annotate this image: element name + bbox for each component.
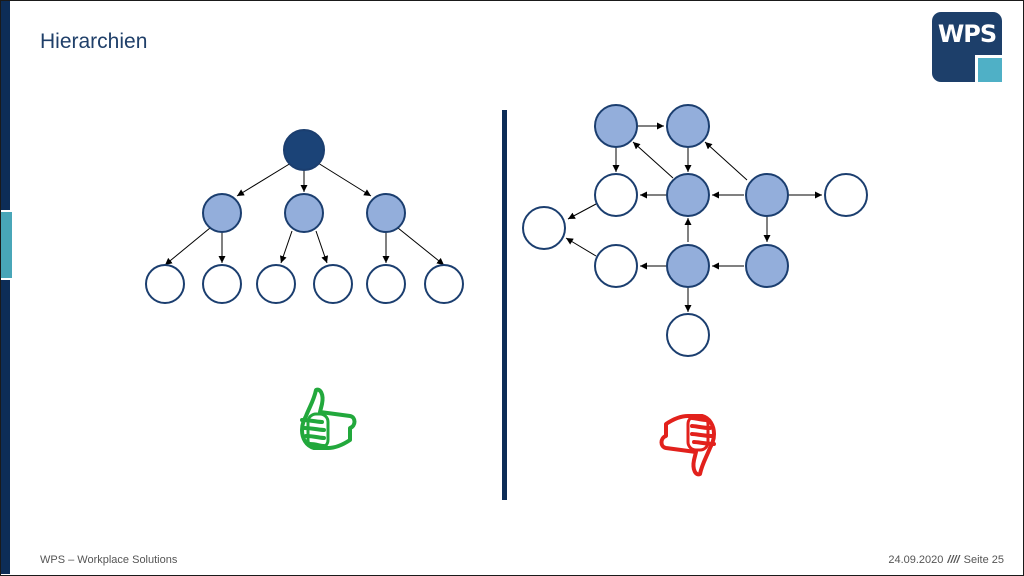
edge [704,141,748,181]
footer-date: 24.09.2020 [888,554,944,566]
network-node [594,244,638,288]
network-node [666,313,710,357]
tree-mid-node [366,193,406,233]
network-node [666,173,710,217]
wps-logo: WPS [932,12,1002,82]
slide-title: Hierarchien [40,30,148,53]
network-node [594,173,638,217]
tree-leaf-node [256,264,296,304]
tree-leaf-node [313,264,353,304]
tree-mid-node [202,193,242,233]
footer-page-number: Seite 25 [963,554,1004,566]
edge [317,162,372,197]
hierarchy-nodes [145,129,464,304]
thumbs-up-icon [300,387,357,450]
network-node [666,244,710,288]
network-node [824,173,868,217]
center-divider [502,110,507,500]
left-accent-line-bottom [1,278,12,280]
edge [565,237,597,257]
wps-logo-text: WPS [937,20,997,48]
edge [164,227,211,266]
tree-root-node [283,129,325,171]
left-accent-line-top [1,210,12,212]
network-node [522,206,566,250]
network-nodes [522,104,868,357]
edge [315,230,329,264]
hierarchy-tree [164,162,445,266]
footer-separator: //// [947,554,960,566]
network-node [594,104,638,148]
wps-logo-square [975,55,1002,82]
edge [567,203,597,220]
thumbs-down-icon [659,414,716,477]
left-accent-block [1,210,12,280]
tree-leaf-node [424,264,464,304]
footer-company: WPS – Workplace Solutions [40,554,178,566]
edge [397,227,445,266]
tree-mid-node [284,193,324,233]
tree-leaf-node [202,264,242,304]
left-side-bar [1,1,10,574]
edge [279,230,293,264]
edge [236,162,292,197]
network-node [745,173,789,217]
tree-leaf-node [366,264,406,304]
tree-leaf-node [145,264,185,304]
network-node [666,104,710,148]
network-node [745,244,789,288]
footer-meta: 24.09.2020////Seite 25 [888,554,1004,566]
network-graph [565,122,822,312]
edge [632,141,674,179]
